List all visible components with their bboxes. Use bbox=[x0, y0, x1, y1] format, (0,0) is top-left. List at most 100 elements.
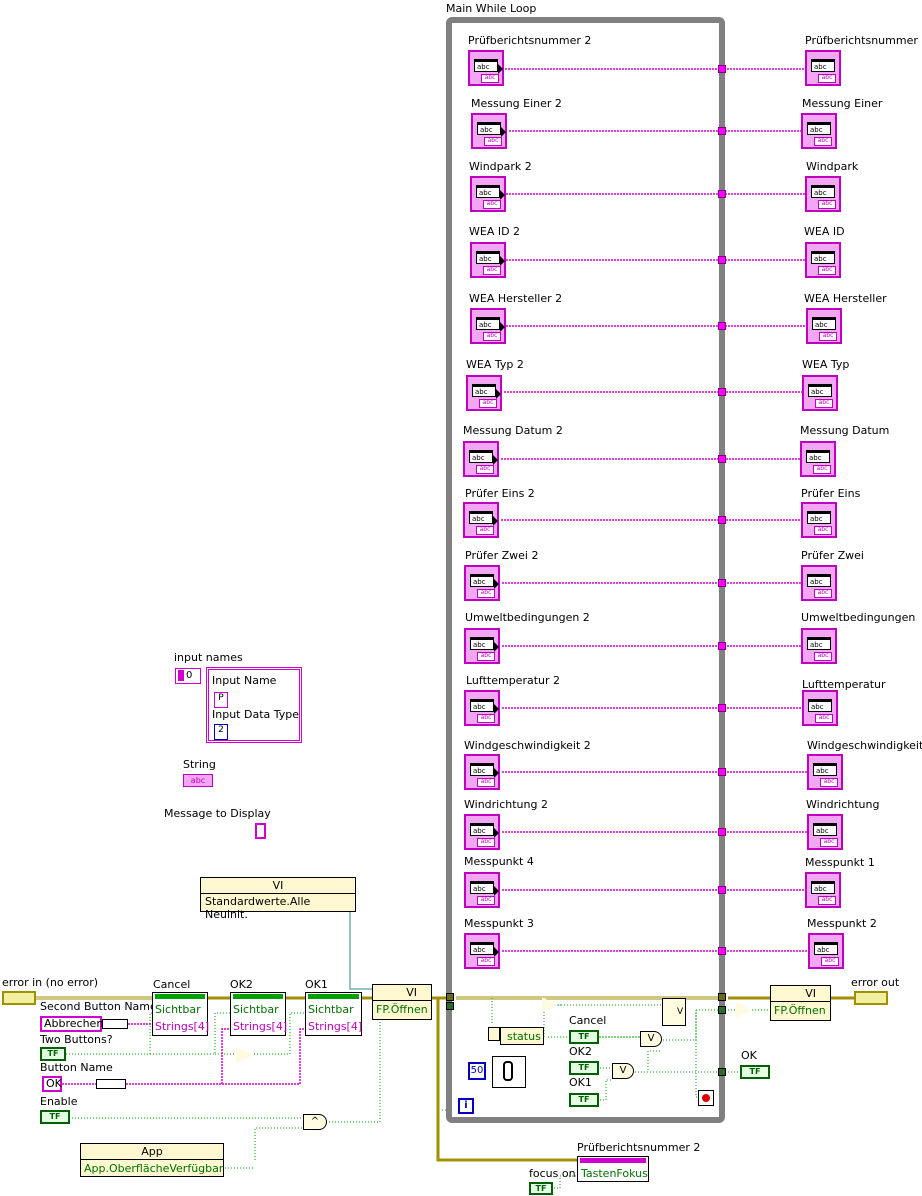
bottom-prop-node[interactable]: TastenFokus bbox=[577, 1156, 649, 1182]
error-in-terminal[interactable] bbox=[2, 991, 36, 1005]
error-in-label: error in (no error) bbox=[2, 976, 99, 989]
message-to-display-label: Message to Display bbox=[164, 807, 271, 820]
wait-constant[interactable]: 50 bbox=[468, 1062, 486, 1080]
ok-constant[interactable]: OK bbox=[42, 1076, 62, 1092]
fp-open-right-node[interactable]: VI FP.Öffnen bbox=[770, 985, 831, 1021]
control-glyph: abc bbox=[470, 765, 494, 776]
control-glyph: abc bbox=[470, 701, 494, 712]
error-out-terminal[interactable] bbox=[854, 991, 888, 1005]
input-data-type-value[interactable]: 2 bbox=[214, 724, 228, 740]
input-names-label: input names bbox=[174, 651, 243, 664]
indicator-label: Messung Datum bbox=[800, 424, 890, 437]
control-tag: abc bbox=[476, 526, 494, 535]
loop-output-tunnel bbox=[718, 516, 726, 524]
loop-output-tunnel bbox=[718, 190, 726, 198]
string-wires bbox=[62, 68, 808, 1085]
prop-cancel-node[interactable]: Sichtbar Strings[4] bbox=[152, 992, 209, 1036]
vi-ref-wire bbox=[349, 912, 372, 990]
two-buttons-constant[interactable]: TF bbox=[40, 1047, 66, 1061]
indicator-tag: abc bbox=[815, 714, 833, 723]
string-control-terminal[interactable]: abc abc bbox=[464, 690, 500, 726]
control-label: Messpunkt 4 bbox=[464, 855, 534, 868]
indicator-label: Prüfer Eins bbox=[801, 487, 861, 500]
to-array-node-2 bbox=[96, 1079, 126, 1089]
control-tag: abc bbox=[477, 838, 495, 847]
fp-open-left-node[interactable]: VI FP.Öffnen bbox=[372, 984, 432, 1020]
indicator-glyph: abc bbox=[807, 513, 831, 524]
control-label: Windpark 2 bbox=[469, 160, 532, 173]
control-glyph: abc bbox=[470, 639, 494, 650]
string-constant[interactable]: abc bbox=[183, 774, 213, 787]
indicator-glyph: abc bbox=[813, 825, 837, 836]
control-label: Messpunkt 3 bbox=[464, 917, 534, 930]
control-label: Messung Datum 2 bbox=[463, 424, 563, 437]
inner-ok2-terminal[interactable]: TF bbox=[569, 1061, 599, 1075]
inner-cancel-terminal[interactable]: TF bbox=[569, 1030, 599, 1044]
stop-terminal[interactable] bbox=[698, 1090, 714, 1106]
prop-ok2-p2: Strings[4] bbox=[233, 1020, 288, 1033]
indicator-glyph: abc bbox=[811, 61, 835, 72]
app-property-node[interactable]: App App.OberflächeVerfügbar bbox=[80, 1143, 224, 1177]
fp-open-right-title: VI bbox=[771, 986, 830, 1002]
focus-on-constant[interactable]: TF bbox=[529, 1182, 553, 1195]
bottom-prop-method: TastenFokus bbox=[581, 1167, 648, 1180]
control-label: Umweltbedingungen 2 bbox=[465, 611, 590, 624]
prop-ok1-p2: Strings[4] bbox=[308, 1020, 363, 1033]
control-glyph: abc bbox=[474, 61, 498, 72]
prop-ok1-node[interactable]: Sichtbar Strings[4] bbox=[305, 992, 362, 1036]
input-name-value[interactable]: P bbox=[214, 692, 228, 708]
control-tag: abc bbox=[477, 714, 495, 723]
inner-ok1-terminal[interactable]: TF bbox=[569, 1093, 599, 1107]
message-to-display-constant[interactable] bbox=[255, 823, 266, 839]
loop-tunnel-ref-in bbox=[446, 1002, 454, 1010]
indicator-label: Messpunkt 1 bbox=[805, 856, 875, 869]
control-tag: abc bbox=[484, 137, 502, 146]
inner-ok2-label: OK2 bbox=[569, 1045, 592, 1058]
indicator-glyph: abc bbox=[813, 765, 837, 776]
prop-ok2-node[interactable]: Sichtbar Strings[4] bbox=[230, 992, 288, 1036]
indicator-label: Windpark bbox=[806, 160, 859, 173]
ok-out-terminal[interactable]: TF bbox=[740, 1065, 770, 1079]
input-names-index[interactable]: 0 bbox=[175, 668, 201, 684]
vi-invoke-node[interactable]: VI Standardwerte.Alle Neuinit. bbox=[200, 877, 356, 921]
and-gate: ^ bbox=[303, 1114, 327, 1130]
enable-constant[interactable]: TF bbox=[40, 1110, 70, 1124]
control-glyph: abc bbox=[476, 187, 500, 198]
prop-cancel-p1: Sichtbar bbox=[155, 1003, 201, 1016]
fp-open-left-method: FP.Öffnen bbox=[376, 1003, 428, 1016]
input-names-cluster[interactable]: Input Name P Input Data Type 2 bbox=[206, 667, 302, 743]
abbrechen-constant[interactable]: Abbrechen bbox=[40, 1016, 103, 1032]
indicator-tag: abc bbox=[821, 957, 839, 966]
indicator-tag: abc bbox=[813, 465, 831, 474]
control-label: Messung Einer 2 bbox=[471, 97, 562, 110]
